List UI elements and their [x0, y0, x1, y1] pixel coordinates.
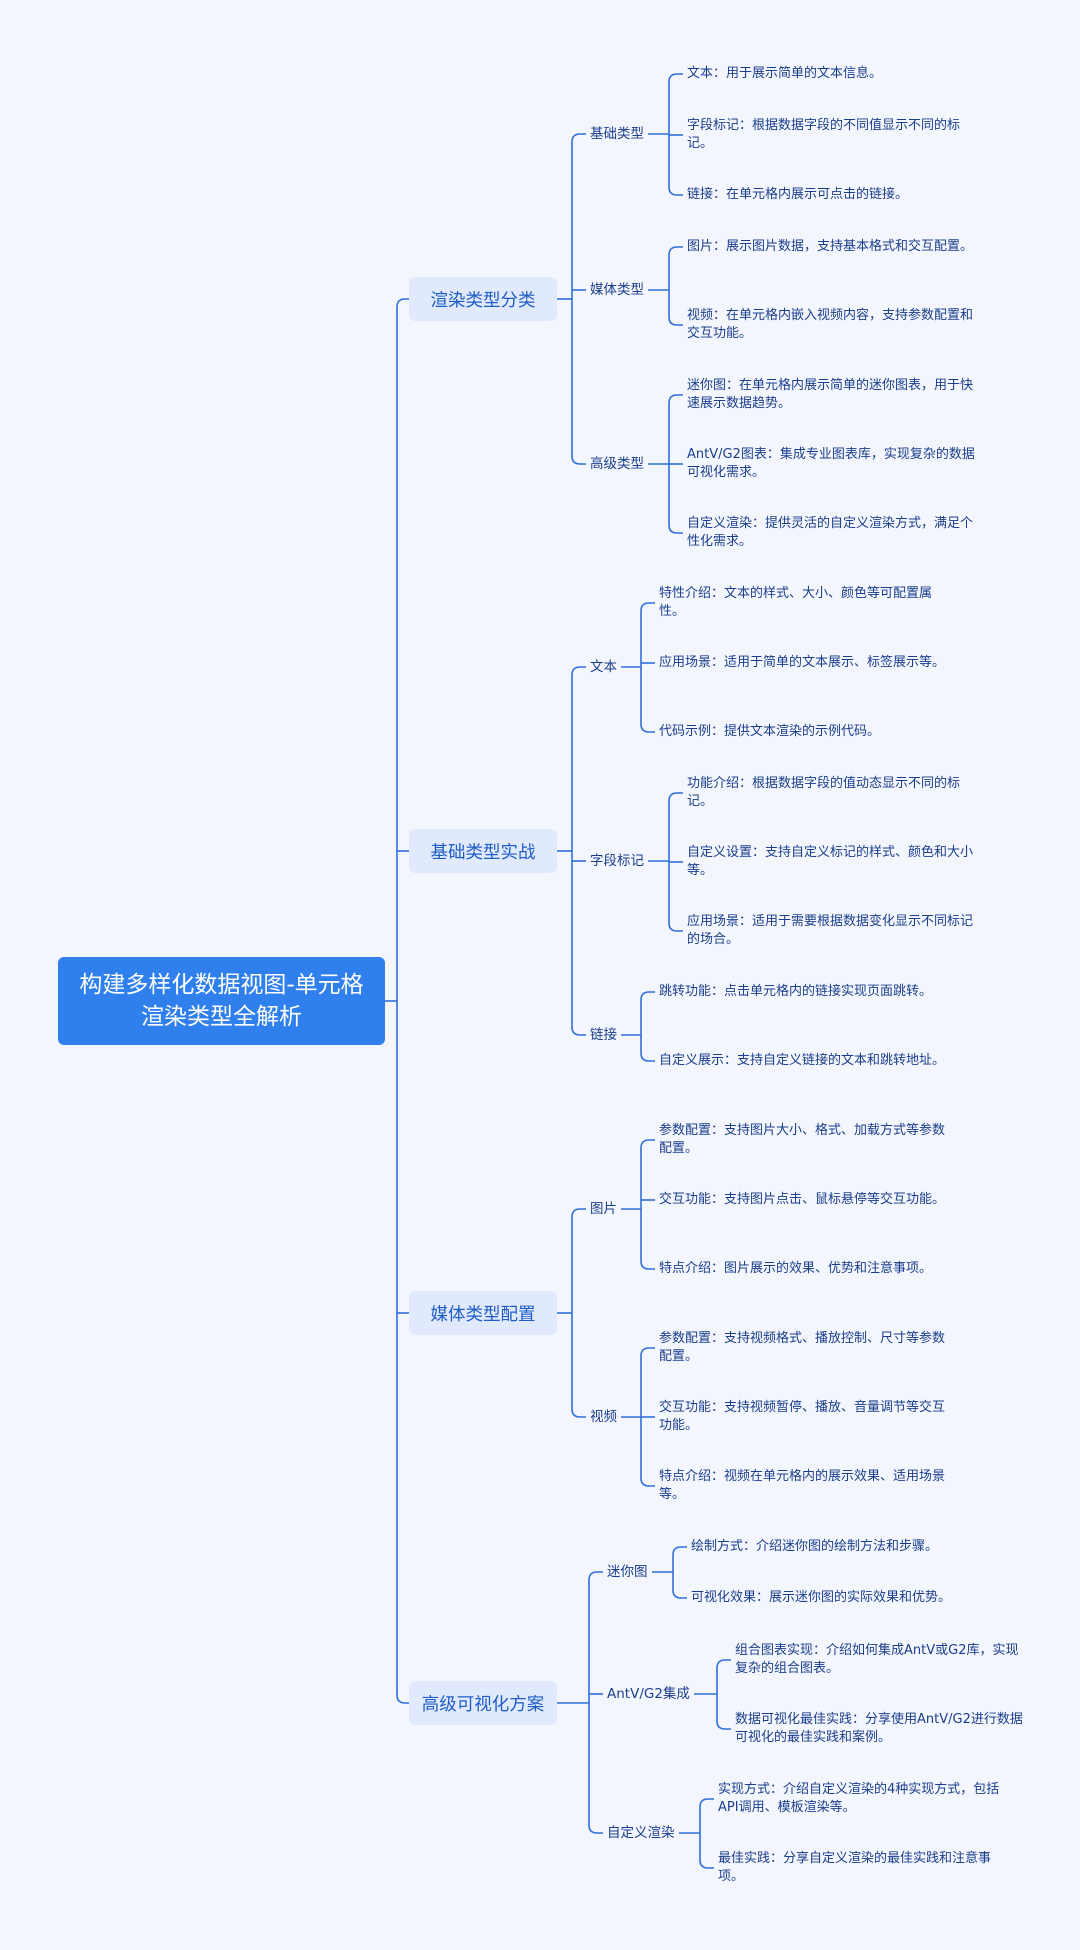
category-basic-practice: 基础类型实战 — [409, 829, 557, 873]
connector-branch — [640, 1260, 655, 1270]
connector-branch — [640, 1052, 655, 1062]
connector-branch — [668, 73, 683, 83]
connector-branch — [716, 1720, 731, 1730]
leaf-item: 参数配置：支持视频格式、播放控制、尺寸等参数配置。 — [659, 1331, 946, 1364]
connector-branch — [571, 1208, 586, 1218]
connector-branch — [571, 1026, 586, 1036]
leaf-item: 应用场景：适用于需要根据数据变化显示不同标记的场合。 — [687, 914, 974, 947]
leaf-item: 自定义渲染：提供灵活的自定义渲染方式，满足个性化需求。 — [687, 516, 974, 549]
connector-branch — [699, 1798, 714, 1808]
connector-branch — [588, 1824, 603, 1834]
leaf-item: 自定义设置：支持自定义标记的样式、颜色和大小等。 — [687, 845, 974, 878]
group-custom-render: 自定义渲染 — [607, 1825, 675, 1841]
connector-branch — [672, 1589, 687, 1599]
leaf-item: 特性介绍：文本的样式、大小、颜色等可配置属性。 — [659, 586, 933, 619]
connector-branch — [672, 1546, 687, 1556]
group-basic-types: 基础类型 — [590, 126, 644, 142]
leaf-item: 功能介绍：根据数据字段的值动态显示不同的标记。 — [687, 776, 961, 809]
group-video: 视频 — [590, 1409, 617, 1425]
connector-branch — [699, 1859, 714, 1869]
group-advanced-types: 高级类型 — [590, 456, 644, 472]
connector-branch — [396, 1694, 409, 1704]
connector-branch — [396, 298, 409, 308]
connector-branch — [668, 394, 683, 404]
category-media-config: 媒体类型配置 — [409, 1291, 557, 1335]
leaf-item: 可视化效果：展示迷你图的实际效果和优势。 — [691, 1590, 952, 1605]
leaf-item: 绘制方式：介绍迷你图的绘制方法和步骤。 — [691, 1539, 939, 1554]
connector-branch — [571, 455, 586, 465]
group-sparkline: 迷你图 — [607, 1564, 648, 1580]
leaf-item: 应用场景：适用于简单的文本展示、标签展示等。 — [659, 655, 946, 670]
category-advanced-viz: 高级可视化方案 — [409, 1681, 557, 1725]
connector-branch — [668, 922, 683, 932]
connector-branch — [588, 1571, 603, 1581]
group-image: 图片 — [590, 1201, 617, 1217]
connector-branch — [640, 991, 655, 1001]
connector-branch — [571, 133, 586, 143]
leaf-item: 实现方式：介绍自定义渲染的4种实现方式，包括API调用、模板渲染等。 — [718, 1782, 1000, 1815]
connector-branch — [668, 316, 683, 326]
connector-branch — [571, 666, 586, 676]
leaf-item: 交互功能：支持视频暂停、播放、音量调节等交互功能。 — [659, 1400, 946, 1433]
group-link: 链接 — [590, 1027, 617, 1043]
leaf-item: 数据可视化最佳实践：分享使用AntV/G2进行数据可视化的最佳实践和案例。 — [735, 1712, 1023, 1745]
leaf-item: 跳转功能：点击单元格内的链接实现页面跳转。 — [659, 984, 933, 999]
connector-branch — [640, 602, 655, 612]
leaf-item: 文本：用于展示简单的文本信息。 — [687, 66, 883, 81]
group-media-types: 媒体类型 — [590, 282, 644, 298]
root-topic: 构建多样化数据视图-单元格渲染类型全解析 — [58, 957, 385, 1045]
connector-branch — [668, 186, 683, 196]
connector-branch — [668, 246, 683, 256]
leaf-item: 特点介绍：视频在单元格内的展示效果、适用场景等。 — [659, 1469, 946, 1502]
group-antv-g2: AntV/G2集成 — [607, 1686, 690, 1702]
leaf-item: 组合图表实现：介绍如何集成AntV或G2库，实现复杂的组合图表。 — [735, 1643, 1019, 1676]
leaf-item: 参数配置：支持图片大小、格式、加载方式等参数配置。 — [659, 1123, 946, 1156]
connector-branch — [716, 1659, 731, 1669]
leaf-item: 交互功能：支持图片点击、鼠标悬停等交互功能。 — [659, 1192, 946, 1207]
leaf-item: AntV/G2图表：集成专业图表库，实现复杂的数据可视化需求。 — [687, 447, 975, 480]
leaf-item: 视频：在单元格内嵌入视频内容，支持参数配置和交互功能。 — [687, 308, 974, 341]
leaf-item: 特点介绍：图片展示的效果、优势和注意事项。 — [659, 1261, 933, 1276]
connector-branch — [571, 1408, 586, 1418]
group-field-mark: 字段标记 — [590, 853, 644, 869]
leaf-item: 自定义展示：支持自定义链接的文本和跳转地址。 — [659, 1053, 946, 1068]
leaf-item: 图片：展示图片数据，支持基本格式和交互配置。 — [687, 239, 974, 254]
leaf-item: 迷你图：在单元格内展示简单的迷你图表，用于快速展示数据趋势。 — [687, 378, 974, 411]
connector-branch — [668, 524, 683, 534]
connector-branch — [640, 1139, 655, 1149]
connector-branch — [640, 1347, 655, 1357]
category-render-types: 渲染类型分类 — [409, 277, 557, 321]
connector-branch — [668, 792, 683, 802]
connector-branch — [640, 723, 655, 733]
leaf-item: 最佳实践：分享自定义渲染的最佳实践和注意事项。 — [718, 1851, 992, 1884]
leaf-item: 代码示例：提供文本渲染的示例代码。 — [659, 724, 881, 739]
leaf-item: 字段标记：根据数据字段的不同值显示不同的标记。 — [687, 118, 961, 151]
group-text: 文本 — [590, 659, 617, 675]
connector-branch — [640, 1477, 655, 1487]
leaf-item: 链接：在单元格内展示可点击的链接。 — [687, 187, 909, 202]
